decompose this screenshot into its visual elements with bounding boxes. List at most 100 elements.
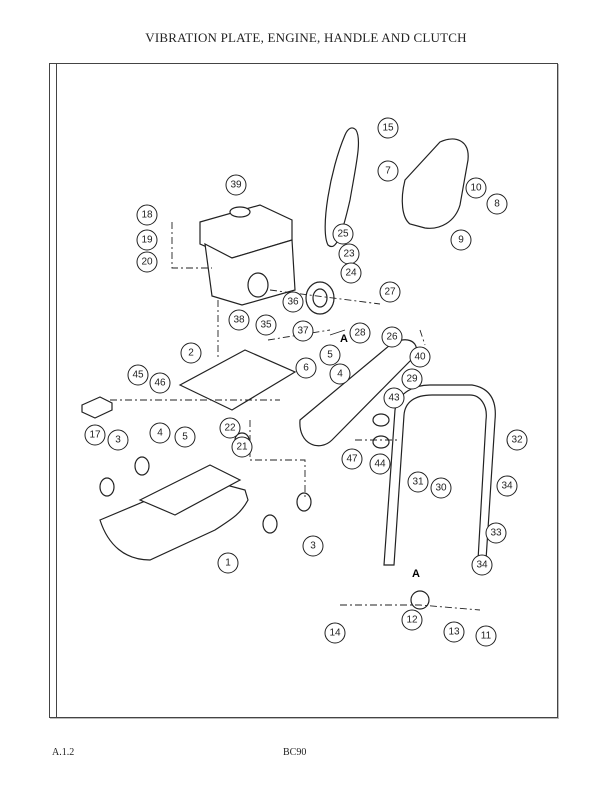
svg-text:12: 12 bbox=[406, 615, 418, 626]
callout-31: 31 bbox=[407, 471, 429, 493]
callout-3: 3 bbox=[107, 429, 129, 451]
callout-39: 39 bbox=[225, 174, 247, 196]
callout-20: 20 bbox=[136, 251, 158, 273]
svg-text:47: 47 bbox=[346, 454, 358, 465]
callout-5b: 5 bbox=[174, 426, 196, 448]
callout-35: 35 bbox=[255, 314, 277, 336]
svg-text:17: 17 bbox=[89, 430, 101, 441]
svg-text:29: 29 bbox=[406, 374, 418, 385]
svg-text:30: 30 bbox=[435, 483, 447, 494]
svg-text:43: 43 bbox=[388, 393, 400, 404]
svg-text:4: 4 bbox=[337, 369, 343, 380]
callout-4b: 4 bbox=[149, 422, 171, 444]
callout-13: 13 bbox=[443, 621, 465, 643]
rubber-mounts bbox=[99, 413, 430, 610]
svg-text:3: 3 bbox=[310, 541, 316, 552]
diagram-frame bbox=[49, 63, 558, 718]
svg-text:38: 38 bbox=[233, 315, 245, 326]
svg-text:33: 33 bbox=[490, 528, 502, 539]
svg-text:22: 22 bbox=[224, 423, 236, 434]
svg-text:5: 5 bbox=[182, 432, 188, 443]
callout-27: 27 bbox=[379, 281, 401, 303]
callout-25: 25 bbox=[332, 223, 354, 245]
callout-21: 21 bbox=[231, 436, 253, 458]
callout-2: 2 bbox=[180, 342, 202, 364]
callout-8: 8 bbox=[486, 193, 508, 215]
svg-text:6: 6 bbox=[303, 363, 309, 374]
engine-mount-plate bbox=[178, 349, 297, 411]
svg-text:35: 35 bbox=[260, 320, 272, 331]
engine bbox=[199, 204, 296, 306]
svg-text:21: 21 bbox=[236, 442, 248, 453]
svg-text:11: 11 bbox=[481, 631, 492, 642]
reference-mark-a: A bbox=[340, 333, 348, 345]
reference-mark-a-handle: A bbox=[412, 568, 420, 580]
callout-47: 47 bbox=[341, 448, 363, 470]
callout-11: 11 bbox=[475, 625, 497, 647]
svg-text:24: 24 bbox=[345, 268, 357, 279]
svg-text:44: 44 bbox=[374, 459, 386, 470]
svg-text:20: 20 bbox=[141, 257, 153, 268]
callout-4: 4 bbox=[329, 363, 351, 385]
svg-text:31: 31 bbox=[412, 477, 424, 488]
svg-text:18: 18 bbox=[141, 210, 153, 221]
handle bbox=[383, 384, 496, 566]
callout-7: 7 bbox=[377, 160, 399, 182]
callout-29: 29 bbox=[401, 368, 423, 390]
callout-6: 6 bbox=[295, 357, 317, 379]
callout-37: 37 bbox=[292, 320, 314, 342]
drive-belt bbox=[324, 127, 360, 248]
callout-10: 10 bbox=[465, 177, 487, 199]
svg-text:9: 9 bbox=[458, 235, 464, 246]
frame-margin-line bbox=[56, 63, 57, 718]
callout-32: 32 bbox=[506, 429, 528, 451]
svg-text:13: 13 bbox=[448, 627, 460, 638]
svg-text:23: 23 bbox=[343, 249, 355, 260]
callout-9: 9 bbox=[450, 229, 472, 251]
callout-36: 36 bbox=[282, 291, 304, 313]
vibration-plate bbox=[99, 477, 249, 561]
svg-text:28: 28 bbox=[354, 328, 366, 339]
svg-text:15: 15 bbox=[382, 123, 394, 134]
callout-1: 1 bbox=[217, 552, 239, 574]
callout-34: 34 bbox=[496, 475, 518, 497]
callout-15: 15 bbox=[377, 117, 399, 139]
svg-text:45: 45 bbox=[132, 370, 144, 381]
svg-text:39: 39 bbox=[230, 180, 242, 191]
svg-text:26: 26 bbox=[386, 332, 398, 343]
svg-text:8: 8 bbox=[494, 199, 500, 210]
bracket bbox=[81, 396, 113, 419]
svg-text:25: 25 bbox=[337, 229, 349, 240]
callout-18: 18 bbox=[136, 204, 158, 226]
svg-text:37: 37 bbox=[297, 326, 309, 337]
callout-24: 24 bbox=[340, 262, 362, 284]
callout-30: 30 bbox=[430, 477, 452, 499]
svg-text:7: 7 bbox=[385, 166, 391, 177]
callout-23: 23 bbox=[338, 243, 360, 265]
section-number: A.1.2 bbox=[52, 747, 75, 758]
svg-text:19: 19 bbox=[141, 235, 153, 246]
callout-45: 45 bbox=[127, 364, 149, 386]
svg-text:40: 40 bbox=[414, 352, 426, 363]
callout-12: 12 bbox=[401, 609, 423, 631]
callout-38: 38 bbox=[228, 309, 250, 331]
model-number: BC90 bbox=[283, 747, 307, 758]
callout-40: 40 bbox=[409, 346, 431, 368]
svg-text:32: 32 bbox=[511, 435, 523, 446]
callout-14: 14 bbox=[324, 622, 346, 644]
callout-46: 46 bbox=[149, 372, 171, 394]
callout-28: 28 bbox=[349, 322, 371, 344]
svg-text:34: 34 bbox=[476, 560, 488, 571]
callout-17: 17 bbox=[84, 424, 106, 446]
page-title: VIBRATION PLATE, ENGINE, HANDLE AND CLUT… bbox=[145, 30, 467, 45]
callout-33: 33 bbox=[485, 522, 507, 544]
svg-text:4: 4 bbox=[157, 428, 163, 439]
callout-43: 43 bbox=[383, 387, 405, 409]
callout-5: 5 bbox=[319, 344, 341, 366]
callout-44: 44 bbox=[369, 453, 391, 475]
svg-text:1: 1 bbox=[225, 558, 231, 569]
svg-text:14: 14 bbox=[329, 628, 341, 639]
svg-text:46: 46 bbox=[154, 378, 166, 389]
svg-text:27: 27 bbox=[384, 287, 396, 298]
